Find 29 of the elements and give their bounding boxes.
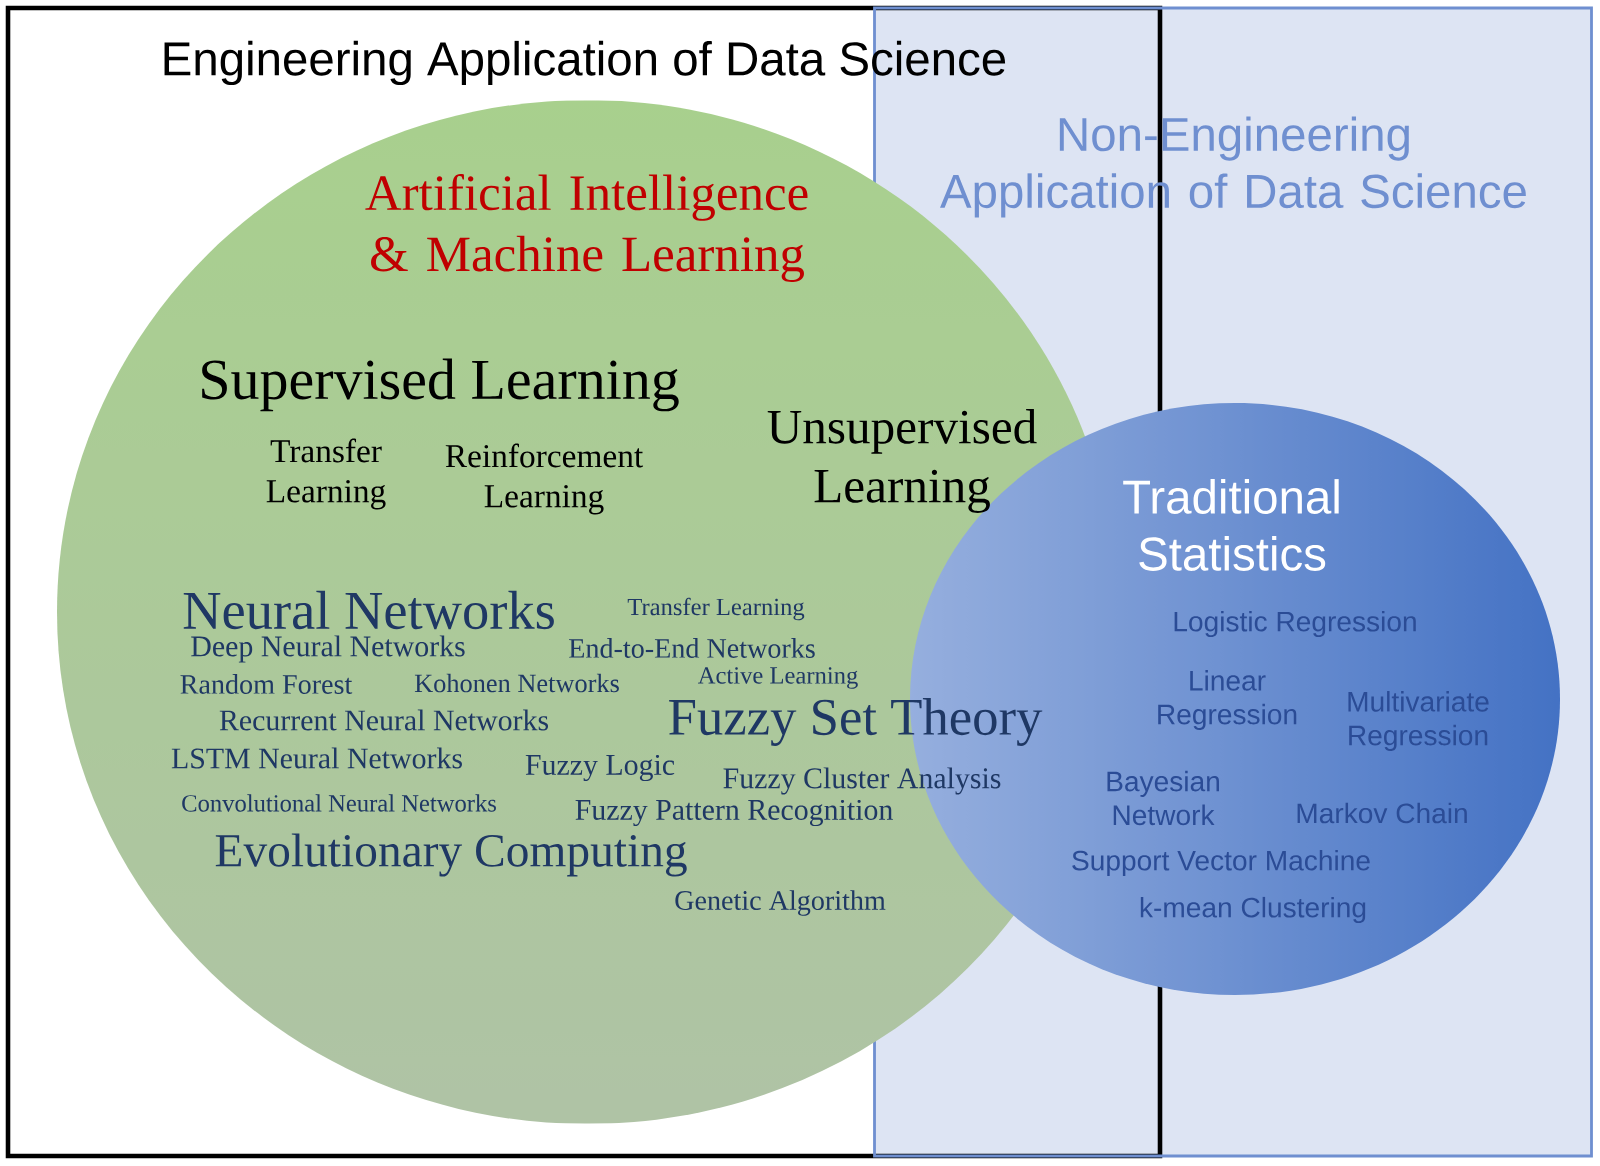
- topic-label: Convolutional Neural Networks: [182, 794, 496, 812]
- topic-label: LSTM Neural Networks: [171, 747, 462, 769]
- topic-label: Transfer Learning: [266, 438, 386, 510]
- topic-label: Reinforcement Learning: [445, 443, 643, 515]
- topic-label: Kohonen Networks: [414, 673, 619, 693]
- topic-label: Bayesian Network: [1107, 770, 1219, 826]
- heading: Engineering Application of Data Science: [164, 40, 1006, 86]
- topic-label: Transfer Learning: [627, 597, 805, 621]
- topic-label: Unsupervised Learning: [767, 409, 1037, 513]
- topic-label: Deep Neural Networks: [191, 635, 465, 663]
- heading: Artificial Intelligence & Machine Learning: [365, 174, 808, 282]
- heading: Traditional Statistics: [1123, 479, 1339, 571]
- topic-label: k-mean Clustering: [1140, 896, 1366, 924]
- topic-label: Random Forest: [180, 674, 353, 694]
- topic-label: Multivariate Regression: [1348, 691, 1489, 751]
- topic-label: Active Learning: [698, 667, 858, 689]
- topic-label: Recurrent Neural Networks: [219, 709, 549, 731]
- topic-label: Evolutionary Computing: [215, 833, 687, 877]
- topic-label: Logistic Regression: [1174, 610, 1416, 638]
- topic-label: Fuzzy Set Theory: [669, 698, 1043, 746]
- topic-label: Supervised Learning: [202, 358, 679, 412]
- topic-label: Linear Regression: [1158, 670, 1297, 730]
- topic-label: Fuzzy Logic: [525, 754, 675, 782]
- topic-label: End-to-End Networks: [569, 638, 815, 658]
- topic-label: Fuzzy Pattern Recognition: [575, 799, 893, 827]
- topic-label: Support Vector Machine: [1072, 849, 1370, 877]
- topic-label: Neural Networks: [183, 590, 554, 630]
- topic-label: Fuzzy Cluster Analysis: [723, 767, 1001, 795]
- topic-label: Genetic Algorithm: [675, 890, 886, 916]
